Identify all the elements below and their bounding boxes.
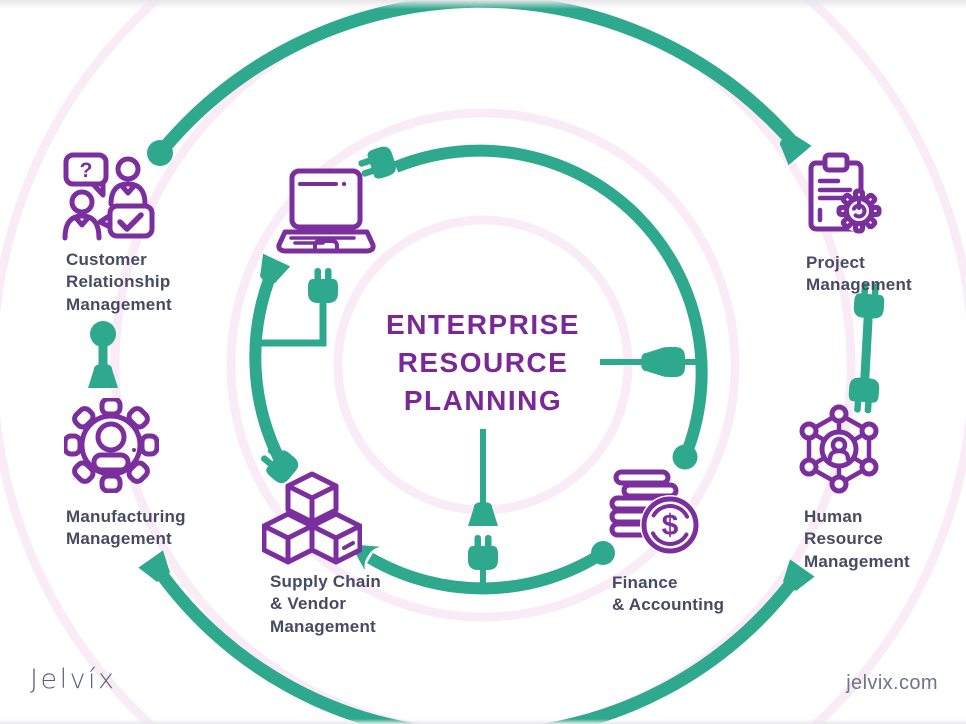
middle-arc-bottom [342, 532, 615, 595]
label-line: Resource [804, 529, 884, 549]
manufacturing-label: Manufacturing Management [66, 506, 186, 551]
coins-dollar-icon: $ [609, 469, 700, 555]
label-line: Management [66, 294, 172, 314]
label-line: Management [270, 616, 376, 636]
laptop-plug-connector [258, 268, 338, 347]
crm-label: Customer Relationship Management [66, 249, 172, 316]
label-line: Project [806, 253, 866, 272]
jelvix-logo: Jelvíx [30, 664, 117, 695]
label-line: Human [804, 507, 863, 526]
label-line: Management [806, 275, 912, 295]
cable-dot [672, 444, 698, 470]
outer-arc-bottom [138, 550, 815, 724]
supply-label: Supply Chain & Vendor Management [270, 571, 381, 638]
label-line: Manufacturing [66, 507, 186, 526]
label-line: & Vendor [270, 594, 347, 614]
middle-arc-left [249, 253, 302, 487]
project-label: Project Management [806, 252, 912, 297]
plug-icon [468, 535, 498, 570]
plug-icon [308, 268, 338, 303]
jelvix-website: jelvix.com [846, 672, 938, 694]
svg-text:?: ? [80, 159, 93, 182]
center-bottom-connector [468, 429, 498, 592]
cable-dot [147, 140, 173, 166]
stacked-boxes-icon [262, 471, 362, 565]
label-line: Supply Chain [270, 572, 382, 591]
center-right-connector [600, 347, 704, 377]
finance-label: Finance & Accounting [612, 572, 724, 617]
label-line: & Accounting [612, 595, 725, 615]
label-line: Relationship [66, 272, 171, 292]
svg-text:$: $ [662, 509, 679, 542]
erp-title: ENTERPRISE RESOURCE PLANNING [348, 306, 618, 420]
erp-title-line: ENTERPRISE [386, 309, 580, 340]
cable-dot [591, 541, 615, 565]
network-person-icon [799, 404, 879, 494]
label-line: Management [66, 529, 172, 549]
gear-person-icon [64, 398, 159, 493]
label-line: Management [804, 551, 910, 571]
erp-title-line: PLANNING [403, 385, 563, 417]
customers-chat-icon: ? [62, 152, 155, 241]
right-cable-connector [847, 282, 886, 414]
middle-arc-right [355, 144, 708, 470]
label-line: Finance [612, 573, 678, 592]
erp-title-line: RESOURCE [397, 347, 569, 379]
laptop-icon [276, 168, 376, 254]
clipboard-gear-icon [808, 152, 882, 234]
left-cable-connector [88, 321, 118, 388]
hr-label: Human Resource Management [804, 506, 910, 573]
label-line: Customer [66, 250, 147, 269]
